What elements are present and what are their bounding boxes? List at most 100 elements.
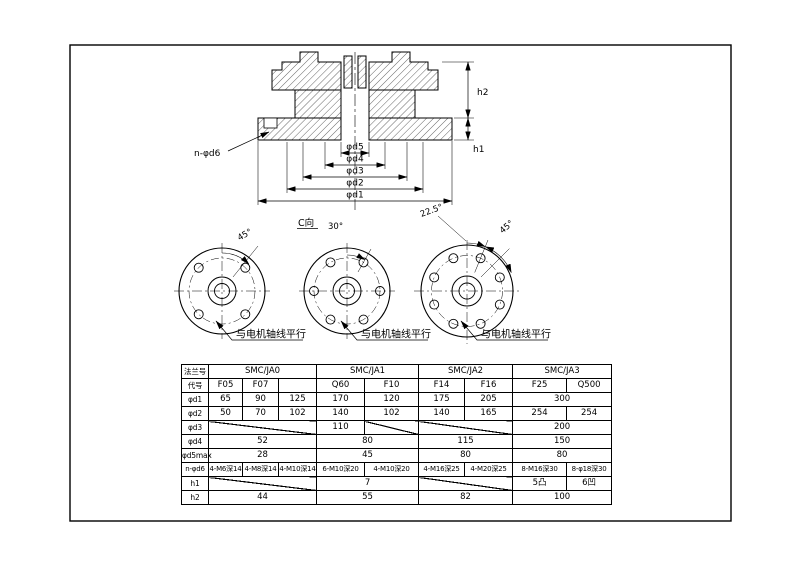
code-header: 代号 bbox=[181, 378, 209, 393]
cell: 52 bbox=[207, 434, 318, 449]
cell: 6凹 bbox=[566, 476, 613, 491]
cell: 254 bbox=[566, 406, 613, 421]
outer-circle bbox=[178, 247, 266, 335]
cell: 254 bbox=[512, 406, 568, 421]
view-c-label: C向 bbox=[298, 217, 314, 229]
cell: 102 bbox=[277, 406, 318, 421]
cell: 140 bbox=[418, 406, 466, 421]
row-label-d5max: φd5max bbox=[181, 448, 212, 463]
flange-spec-table: 法兰号 SMC/JA0 SMC/JA1 SMC/JA2 SMC/JA3 代号 F… bbox=[181, 364, 613, 505]
cell-code: F10 bbox=[364, 378, 420, 393]
drawing-frame bbox=[69, 44, 732, 522]
cell: 8-M16深30 bbox=[512, 462, 568, 477]
dim-label-h2: h2 bbox=[477, 88, 488, 98]
flange-number-header: 法兰号 bbox=[181, 364, 209, 379]
center-bore-inner bbox=[339, 283, 355, 299]
cell: 50 bbox=[208, 406, 243, 421]
cell: 82 bbox=[418, 490, 514, 505]
view-notes: 与电机轴线平行 与电机轴线平行 与电机轴线平行 bbox=[215, 320, 551, 341]
cell: 6-M10深20 bbox=[316, 462, 366, 477]
center-bore bbox=[451, 275, 483, 307]
n-d6-leader bbox=[227, 131, 270, 152]
group-smc-ja2: SMC/JA2 bbox=[418, 364, 514, 379]
cell: 80 bbox=[418, 448, 514, 463]
angle-label-225: 22.5° bbox=[419, 202, 444, 219]
cell: 120 bbox=[364, 392, 420, 407]
angle-label-45: 45° bbox=[236, 227, 254, 243]
dim-label-n-d6: n-φd6 bbox=[194, 149, 221, 159]
cell: 205 bbox=[464, 392, 514, 407]
cell: 44 bbox=[207, 490, 318, 505]
bottom-flange-right bbox=[368, 117, 453, 141]
cell: 4-M16深25 bbox=[418, 462, 466, 477]
dim-label-d5: φd5 bbox=[346, 143, 363, 153]
angle-label-30: 30° bbox=[328, 222, 343, 232]
cell: 65 bbox=[208, 392, 243, 407]
dim-label-h1: h1 bbox=[473, 145, 484, 155]
angle-arc bbox=[221, 252, 250, 265]
note-leader-right bbox=[460, 320, 548, 341]
row-nd6: n-φd6 4-M6深14 4-M8深14 4-M10深14 6-M10深20 … bbox=[181, 462, 613, 477]
note-right: 与电机轴线平行 bbox=[481, 328, 551, 341]
section-view: φd5 φd4 φd3 φd2 φd1 h2 h1 n-φd6 bbox=[194, 51, 488, 210]
section-geometry bbox=[257, 51, 453, 141]
top-body-right bbox=[368, 51, 439, 91]
flange-view-right: 22.5° 45° bbox=[414, 202, 520, 344]
note-leader-middle bbox=[340, 320, 428, 341]
row-h2: h2 44 55 82 100 bbox=[181, 490, 613, 505]
flange-view-left: 45° bbox=[174, 227, 270, 339]
cell: 80 bbox=[512, 448, 613, 463]
group-smc-ja3: SMC/JA3 bbox=[512, 364, 613, 379]
cell: 70 bbox=[242, 406, 279, 421]
row-label-nd6: n-φd6 bbox=[181, 462, 209, 477]
dim-label-d1: φd1 bbox=[346, 191, 363, 201]
code-row: 代号 F05 F07 Q60 F10 F14 F16 F25 Q500 bbox=[181, 378, 613, 393]
cell: 4-M8深14 bbox=[242, 462, 279, 477]
cell: 100 bbox=[512, 490, 613, 505]
cell-na bbox=[364, 420, 420, 435]
dim-label-d4: φd4 bbox=[346, 155, 364, 165]
row-d2: φd2 50 70 102 140 102 140 165 254 254 bbox=[181, 406, 613, 421]
cell: 4-M20深25 bbox=[464, 462, 514, 477]
angle-arc-45 bbox=[484, 246, 512, 274]
outer-circle bbox=[303, 247, 391, 335]
angle-ref-line-45 bbox=[480, 248, 510, 278]
dimension-lines bbox=[257, 61, 471, 204]
center-bore-inner bbox=[214, 283, 230, 299]
note-leader-left bbox=[215, 320, 303, 341]
row-d4: φd4 52 80 115 150 bbox=[181, 434, 613, 449]
shaft-section-left bbox=[343, 55, 353, 89]
cell: 125 bbox=[277, 392, 318, 407]
row-d1: φd1 65 90 125 170 120 175 205 300 bbox=[181, 392, 613, 407]
flange-view-middle: C向 30° bbox=[297, 217, 395, 339]
cell: 45 bbox=[316, 448, 420, 463]
cell-code: F05 bbox=[208, 378, 243, 393]
cell-na bbox=[418, 420, 514, 435]
row-label-h1: h1 bbox=[181, 476, 209, 491]
cell: 175 bbox=[418, 392, 466, 407]
cell: 300 bbox=[512, 392, 613, 407]
cell: 200 bbox=[512, 420, 613, 435]
cell-code: F25 bbox=[512, 378, 568, 393]
cell-code: F07 bbox=[242, 378, 279, 393]
group-smc-ja0: SMC/JA0 bbox=[207, 364, 318, 379]
cell: 110 bbox=[316, 420, 366, 435]
cell: 170 bbox=[316, 392, 366, 407]
group-smc-ja1: SMC/JA1 bbox=[316, 364, 420, 379]
cell-na bbox=[418, 476, 514, 491]
center-bore bbox=[207, 276, 237, 306]
cell: 90 bbox=[242, 392, 279, 407]
row-label-d1: φd1 bbox=[181, 392, 209, 407]
row-label-d3: φd3 bbox=[181, 420, 209, 435]
cell: 5凸 bbox=[512, 476, 568, 491]
shaft-section-right bbox=[357, 55, 367, 89]
row-label-d4: φd4 bbox=[181, 434, 209, 449]
note-left: 与电机轴线平行 bbox=[236, 328, 306, 341]
cell: 4-M10深14 bbox=[277, 462, 318, 477]
tapped-hole-section bbox=[263, 117, 278, 129]
cell: 165 bbox=[464, 406, 514, 421]
note-middle: 与电机轴线平行 bbox=[361, 328, 431, 341]
cell: 4-M10深20 bbox=[364, 462, 420, 477]
angle-ref-line bbox=[357, 248, 372, 273]
